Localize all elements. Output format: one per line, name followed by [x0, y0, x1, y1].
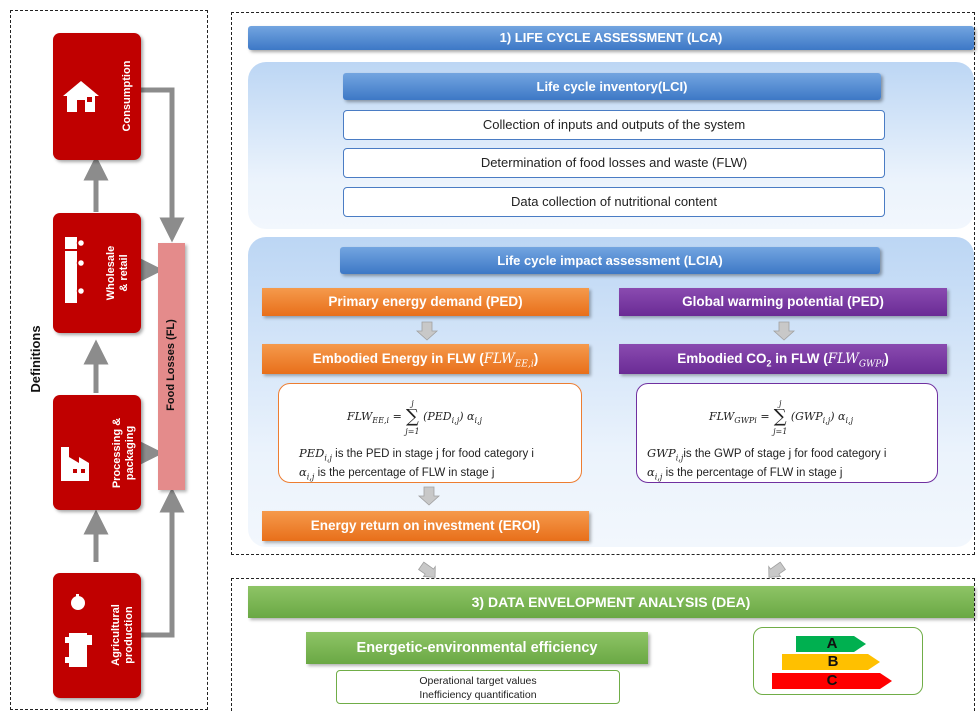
embodied-co2-box: Embodied CO2 in FLW (FLWGWPi)	[619, 344, 947, 374]
formula-ee: FLWEE,i = j∑j=1 (PEDi,j) αi,j	[347, 399, 483, 436]
lci-item-1: Collection of inputs and outputs of the …	[343, 110, 885, 140]
dea-frame	[231, 578, 975, 711]
stage-wholesale: Wholesale& retail	[53, 213, 141, 333]
eroi-box: Energy return on investment (EROI)	[262, 511, 589, 541]
formula-gwp-box: FLWGWPi = j∑j=1 (GWPi,j) αi,j GWPi,jis t…	[636, 383, 938, 483]
arrow-eroi-down	[417, 486, 441, 506]
rating-a-arrow	[796, 636, 866, 652]
lci-item-2: Determination of food losses and waste (…	[343, 148, 885, 178]
house-icon	[63, 81, 99, 112]
arrow-consumption-to-fl	[140, 87, 185, 243]
rating-b-arrow	[782, 654, 880, 670]
lcia-title: Life cycle impact assessment (LCIA)	[340, 247, 880, 274]
dea-title: 3) DATA ENVELOPMENT ANALYSIS (DEA)	[248, 586, 974, 618]
lci-title: Life cycle inventory(LCI)	[343, 73, 881, 100]
embodied-energy-text: Embodied Energy in FLW (	[312, 351, 484, 366]
embodied-co2-symbol: FLWGWPi	[827, 351, 885, 370]
gwp-definition: GWPi,jis the GWP of stage j for food cat…	[647, 446, 887, 482]
rating-c-arrow	[772, 673, 892, 689]
arrow-ped-down	[415, 321, 439, 341]
efficiency-box: Energetic-environmental efficiency	[306, 632, 648, 664]
formula-ee-box: FLWEE,i = j∑j=1 (PEDi,j) αi,j PEDi,j is …	[278, 383, 582, 483]
ped-definition: PEDi,j is the PED in stage j for food ca…	[299, 446, 534, 482]
factory-icon	[61, 447, 89, 481]
embodied-energy-box: Embodied Energy in FLW (FLWEE,i)	[262, 344, 589, 374]
target-inefficiency: Inefficiency quantification	[419, 689, 537, 701]
stage-consumption: Consumption	[53, 33, 141, 160]
definitions-frame	[10, 10, 208, 710]
gwp-box: Global warming potential (PED)	[619, 288, 947, 316]
lca-title: 1) LIFE CYCLE ASSESSMENT (LCA)	[248, 26, 974, 50]
embodied-co2-text: Embodied CO	[677, 351, 767, 366]
formula-gwp: FLWGWPi = j∑j=1 (GWPi,j) αi,j	[709, 399, 854, 436]
lca-frame	[231, 12, 975, 555]
arrow-gwp-down	[772, 321, 796, 341]
cow-icon	[65, 594, 92, 667]
truck-icon	[65, 237, 86, 303]
rating-c-label: C	[826, 672, 838, 689]
target-operational: Operational target values	[419, 675, 537, 687]
lci-item-3: Data collection of nutritional content	[343, 187, 885, 217]
targets-box: Operational target values Inefficiency q…	[336, 670, 620, 704]
arrow-agri-to-fl	[140, 487, 185, 638]
arrow-lca-to-dea-left	[418, 561, 436, 578]
rating-b-label: B	[827, 653, 839, 670]
food-losses-bar: Food Losses (FL)	[158, 243, 185, 490]
stage-processing: Processing &packaging	[53, 395, 141, 510]
embodied-energy-symbol: FLWEE,i	[483, 351, 534, 370]
arrow-lca-to-dea-right	[768, 561, 786, 578]
ped-box: Primary energy demand (PED)	[262, 288, 589, 316]
rating-a-label: A	[826, 635, 838, 652]
